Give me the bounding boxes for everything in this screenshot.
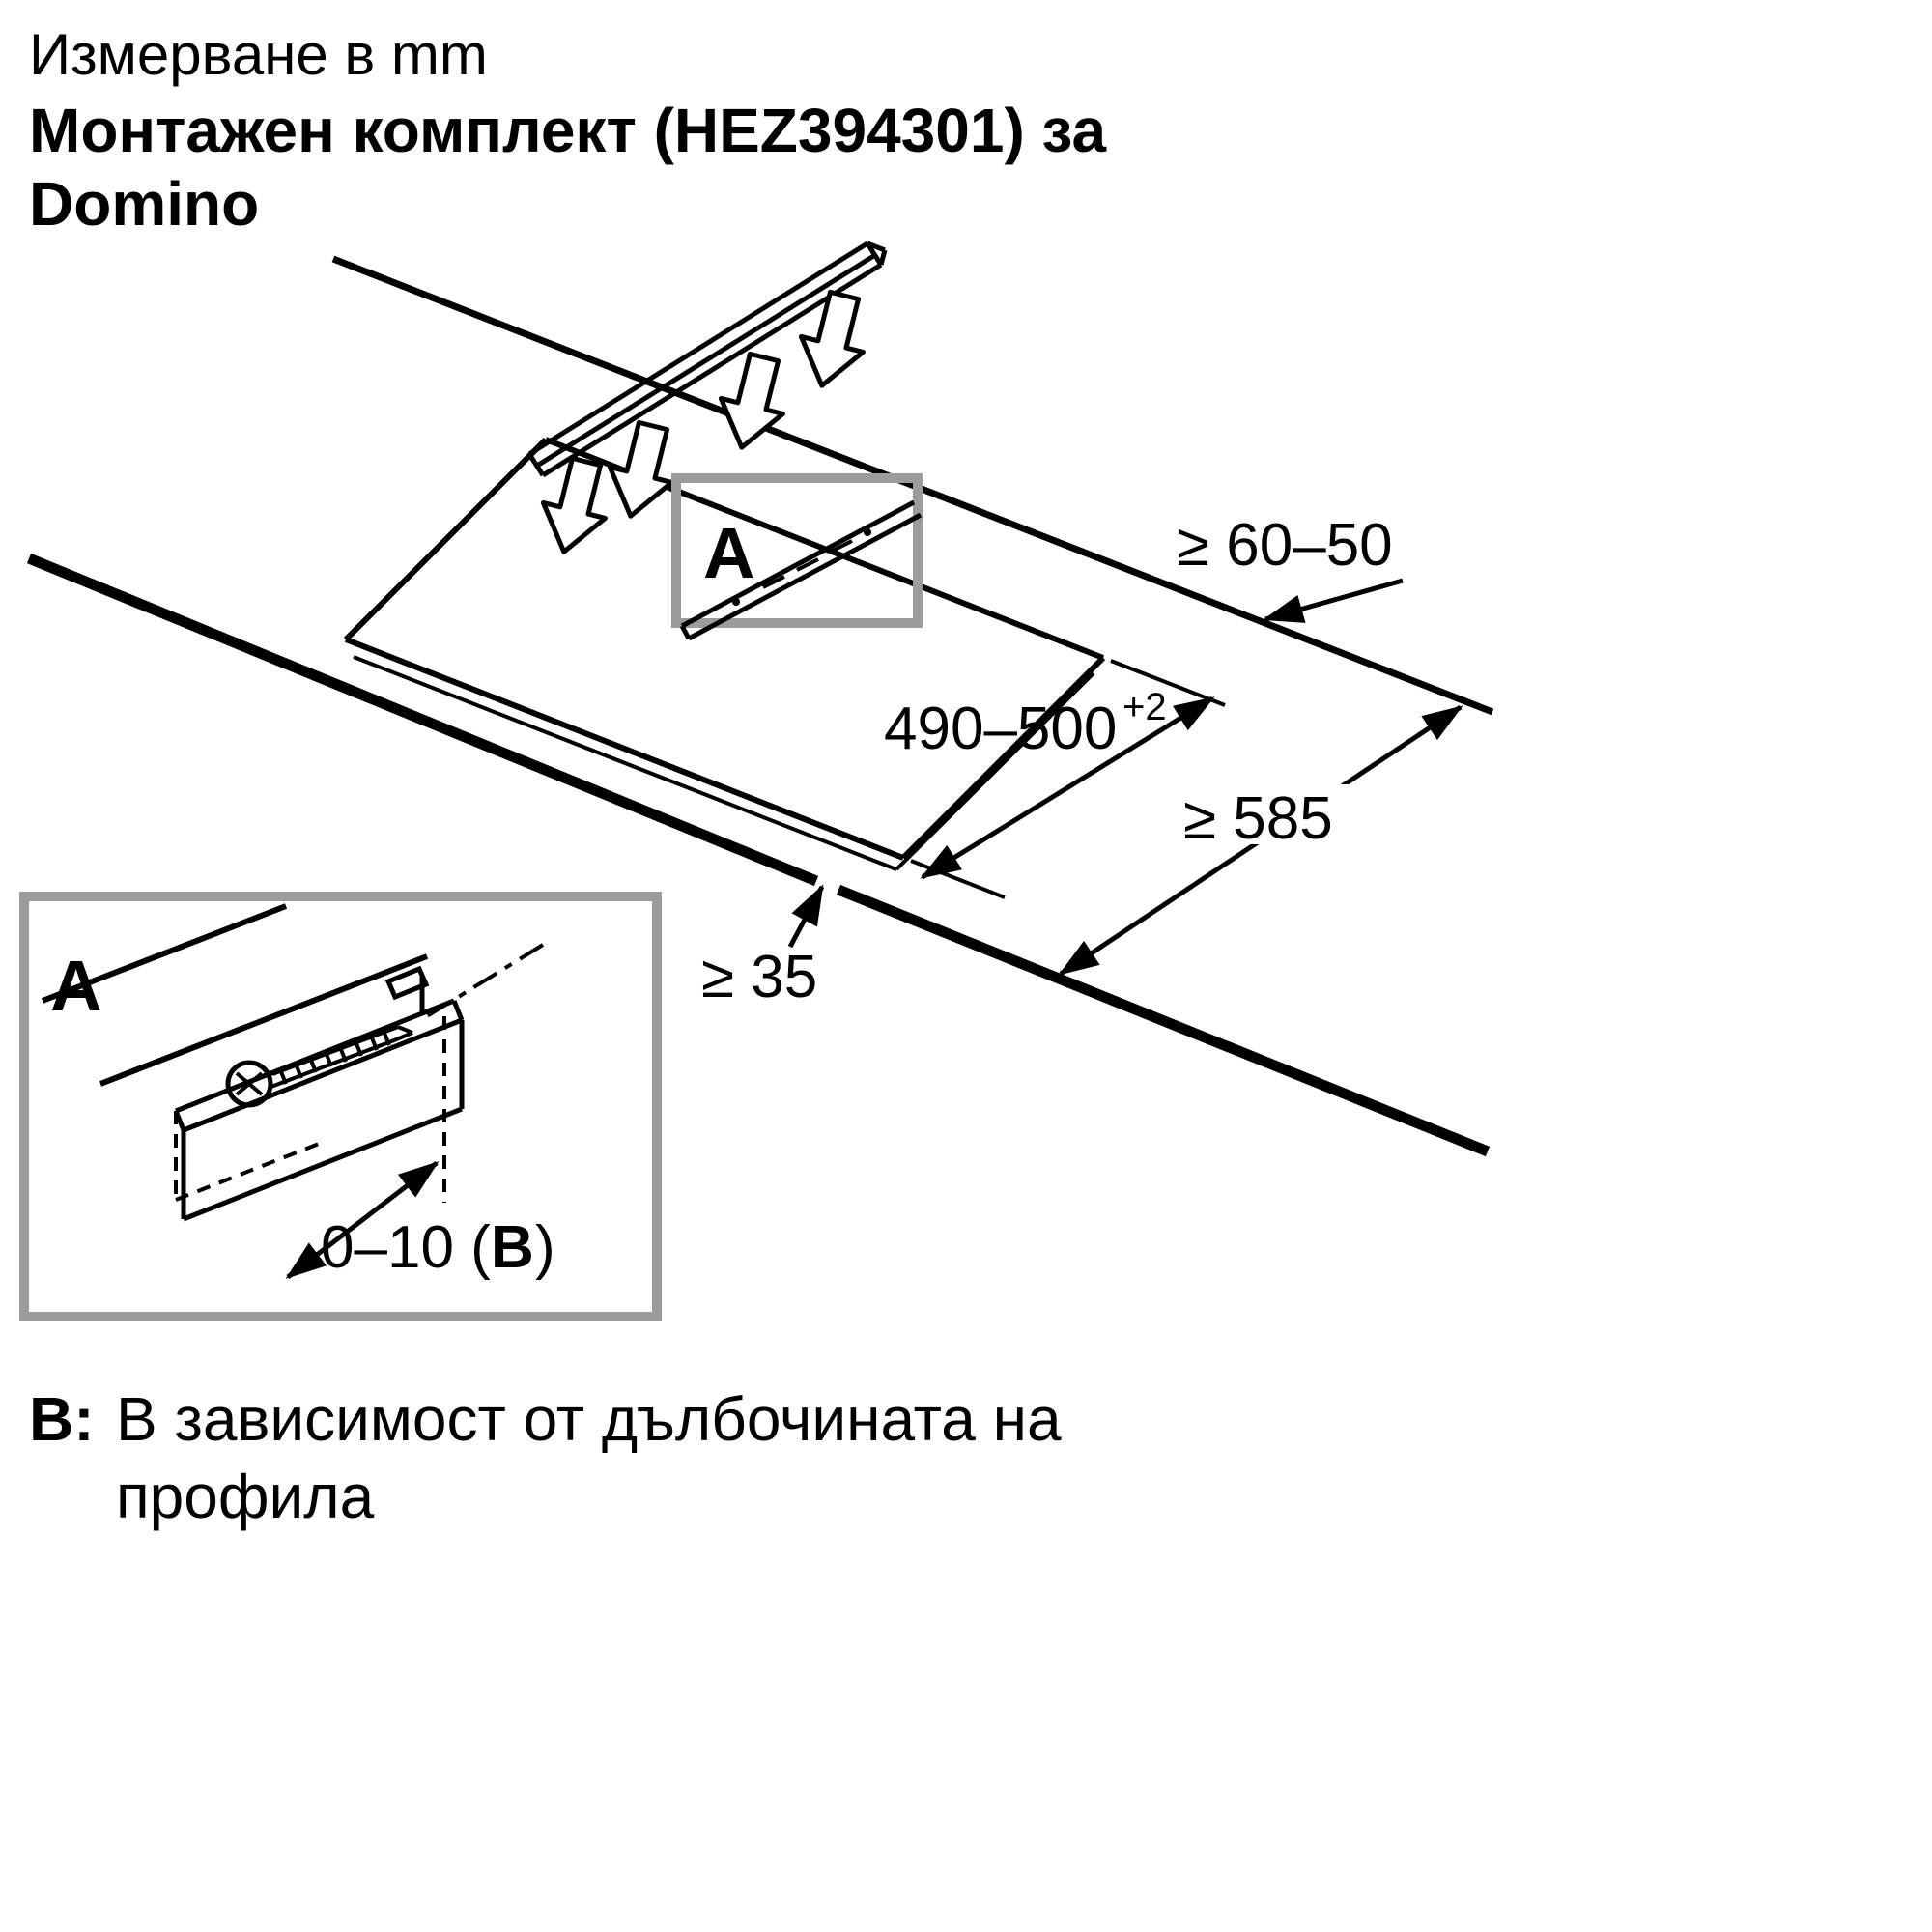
rail-top-edge [527,241,869,457]
insertion-arrows [540,289,866,554]
title-mounting-kit: Монтажен комплект (HEZ394301) за [29,96,1107,165]
profile-top-back-edge [175,998,455,1114]
rail-in-place-top [680,499,916,629]
dim-cutout-depth-label: 490–500 [884,696,1117,762]
title-domino: Domino [29,169,260,239]
dimension-labels: ≥ 60–50 490–500 +2 ≥ 585 ≥ 35 [701,512,1393,1010]
callout-a-label: A [703,513,754,593]
cutout-front-edge [344,637,905,861]
worktop-front-edge-right [836,884,1491,1157]
screw-shank-top [271,1025,399,1076]
rail-slot-dash [796,557,819,572]
mounting-rail [526,241,888,478]
center-line [425,943,545,1018]
detail-board-edge-upper [41,903,288,1004]
profile-top-front-edge [183,1017,463,1133]
rail-bottom-edge [541,262,883,478]
dim-worktop-depth-label: ≥ 585 [1183,785,1333,852]
rail-slot-dash [762,575,785,589]
callout-a-box [671,473,923,628]
dim-extension-front [910,859,1006,899]
worktop-front-edge-left [26,553,819,887]
rail-slot-dash [830,539,853,554]
detail-dim-arrow [285,1161,440,1279]
rail-screw-hole [732,598,740,606]
dim-worktop-depth-backing [1171,784,1354,844]
rail-in-place-bottom [687,512,923,641]
insertion-arrow [607,419,674,519]
dim-cutout-depth-tolerance-label: +2 [1122,686,1167,728]
screw-thread [278,1068,288,1085]
detail-a-label: A [50,946,101,1026]
insertion-arrow [540,455,608,554]
detail-drawing [41,903,545,1279]
cutout [343,437,1226,899]
rail-screw-hole [864,528,871,536]
callout-a: A [671,473,923,641]
profile-right-end-top [451,1000,465,1021]
detail-dim-prefix: 0–10 ( [321,1214,491,1281]
rail-in-place [679,499,923,641]
profile-hidden-bottom [175,1142,320,1202]
rail-left-end [526,452,546,477]
screw-thread [354,1040,363,1057]
insertion-arrow [798,289,866,388]
rail-inner-edge [535,252,877,469]
detail-board-edge-lower [99,953,429,1087]
insertion-arrow [718,351,785,450]
screw-thread [369,1035,379,1051]
rail-in-place-end [679,624,692,640]
dim-front-clearance-arrow [787,884,825,949]
dim-back-clearance-label: ≥ 60–50 [1177,512,1393,579]
screw-head [225,1060,273,1108]
screw-thread [294,1063,303,1079]
detail-a-box [19,892,662,1321]
screw-thread [324,1051,333,1067]
screw-tip [393,1031,413,1042]
title-measurement-units: Измерване в mm [29,22,488,87]
footnote-line2: профила [116,1462,375,1531]
footnote-key: B: [29,1384,95,1454]
detail-dim-suffix: ) [535,1214,555,1281]
screw-thread [308,1057,318,1073]
detail-clamp-tab [384,965,430,1001]
dim-back-clearance-arrow [1263,578,1404,623]
dim-front-clearance-label: ≥ 35 [701,944,817,1010]
cutout-left-edge [343,437,549,642]
profile-bottom-front-edge [183,1106,463,1222]
rail-end-face-top [867,241,886,253]
detail-dim-b: B [491,1214,534,1281]
cutout-inner-front-edge [353,655,897,871]
rail-end-face-side [878,249,888,266]
screw-thread [382,1030,391,1046]
screw-thread [338,1046,348,1063]
screw-cross-slot [235,1071,264,1096]
footnote-line1: В зависимост от дълбочината на [116,1384,1062,1454]
detail-a: A 0–10 ( B ) [19,892,662,1321]
